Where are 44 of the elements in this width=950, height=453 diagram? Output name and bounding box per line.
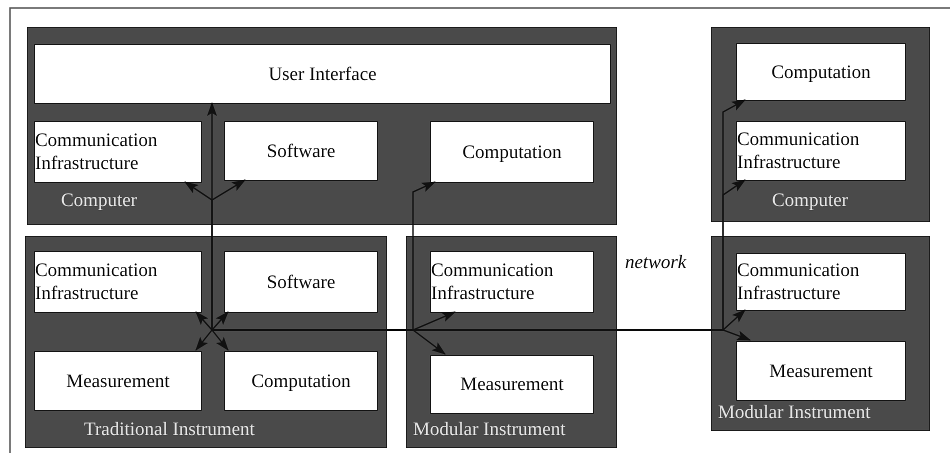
component-box [34,251,202,313]
group-panel [27,27,617,225]
component-box [430,251,594,313]
group-label: Computer [61,190,137,212]
component-label: Computation [771,60,871,84]
component-box [224,251,378,313]
component-label: Measurement [66,370,170,392]
component-box [430,355,594,414]
component-box [430,121,594,183]
arrow [211,179,246,330]
component-box [34,351,202,411]
component-label: Measurement [460,373,564,396]
component-box [736,253,906,311]
component-label: Computation [251,370,351,392]
component-label: Communication Infrastructure [35,259,158,305]
arrow [211,330,229,351]
network-label: network [625,252,686,274]
group-label: Modular Instrument [718,402,871,424]
arrow [211,311,229,330]
component-label: Communication Infrastructure [35,129,158,175]
group-label: Computer [772,190,848,212]
arrow [195,311,213,330]
group-label: Modular Instrument [413,419,566,441]
component-box [34,44,611,104]
component-box [34,121,202,183]
group-panel [711,236,930,431]
component-label: User Interface [268,62,377,86]
component-box [224,121,378,181]
group-panel [711,27,930,222]
component-box [224,351,378,411]
component-label: Computation [462,140,562,164]
component-label: Software [266,140,336,162]
arrow [195,330,213,351]
component-label: Communication Infrastructure [737,259,860,305]
component-label: Software [266,270,336,294]
component-label: Measurement [769,360,873,382]
component-label: Communication Infrastructure [737,128,860,174]
group-panel [25,236,387,448]
component-box [736,121,906,181]
group-label: Traditional Instrument [84,419,255,441]
group-panel [406,236,617,448]
component-label: Communication Infrastructure [431,259,554,305]
component-box [736,341,906,401]
component-box [736,43,906,101]
